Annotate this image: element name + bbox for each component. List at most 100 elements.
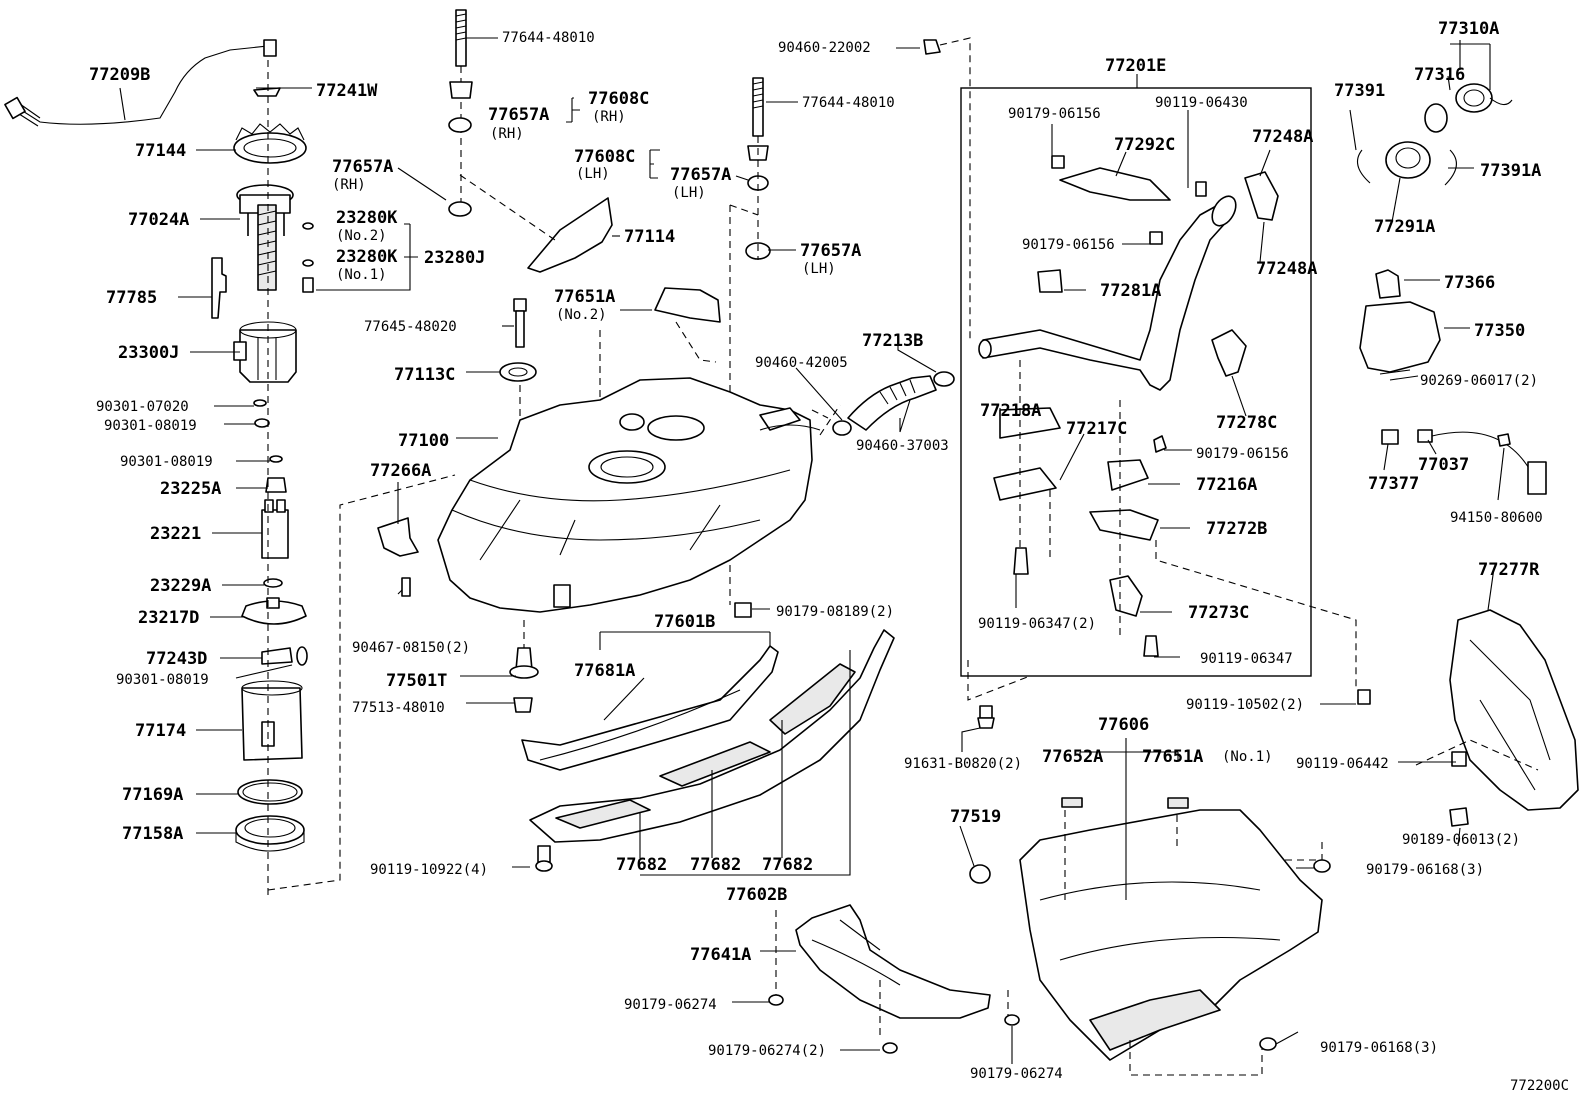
label-90119-06442[interactable]: 90119-06442 (1296, 756, 1389, 772)
label-77144[interactable]: 77144 (135, 141, 186, 161)
label-77174[interactable]: 77174 (135, 721, 186, 741)
wire-harness-77209b[interactable] (17, 45, 276, 125)
label-77682-b[interactable]: 77682 (690, 855, 741, 875)
label-77657A-lh-top[interactable]: 77657A (670, 165, 731, 185)
label-77501T[interactable]: 77501T (386, 671, 447, 691)
label-90179-06274-b[interactable]: 90179-06274(2) (708, 1043, 826, 1059)
strap-77681a[interactable] (521, 645, 779, 771)
label-77785[interactable]: 77785 (106, 288, 157, 308)
label-77216A[interactable]: 77216A (1196, 475, 1257, 495)
label-77209B[interactable]: 77209B (89, 65, 150, 85)
label-77114[interactable]: 77114 (624, 227, 675, 247)
label-77606[interactable]: 77606 (1098, 715, 1149, 735)
label-90119-06347-b[interactable]: 90119-06347 (1200, 651, 1293, 667)
label-77391[interactable]: 77391 (1334, 81, 1385, 101)
label-77113C[interactable]: 77113C (394, 365, 455, 385)
label-90189-06013[interactable]: 90189-06013(2) (1402, 832, 1520, 848)
label-90269-06017[interactable]: 90269-06017(2) (1420, 373, 1538, 389)
label-23280J[interactable]: 23280J (424, 248, 485, 268)
label-77608C-lh[interactable]: 77608C (574, 147, 635, 167)
label-77645-48020[interactable]: 77645-48020 (364, 319, 457, 335)
label-77513-48010[interactable]: 77513-48010 (352, 700, 445, 716)
label-77100[interactable]: 77100 (398, 431, 449, 451)
label-77608C-rh[interactable]: 77608C (588, 89, 649, 109)
label-77169A[interactable]: 77169A (122, 785, 183, 805)
label-77278C[interactable]: 77278C (1216, 413, 1277, 433)
fender-liner-77277r[interactable] (1449, 609, 1579, 811)
label-90179-06274-c[interactable]: 90179-06274 (970, 1066, 1063, 1082)
fuel-lid-77350[interactable] (1359, 301, 1441, 373)
label-77243D[interactable]: 77243D (146, 649, 207, 669)
under-cover-77606[interactable] (1019, 809, 1323, 1061)
label-23280K-no2[interactable]: 23280K (336, 208, 398, 228)
gasket-77169a[interactable] (237, 779, 303, 805)
label-23229A[interactable]: 23229A (150, 576, 211, 596)
label-77519[interactable]: 77519 (950, 807, 1001, 827)
label-77391A[interactable]: 77391A (1480, 161, 1541, 181)
label-77024A[interactable]: 77024A (128, 210, 189, 230)
label-77652A[interactable]: 77652A (1042, 747, 1103, 767)
label-77248A-b[interactable]: 77248A (1256, 259, 1317, 279)
label-77350[interactable]: 77350 (1474, 321, 1525, 341)
fuel-sender-77785[interactable] (211, 257, 227, 319)
label-90179-06274-a[interactable]: 90179-06274 (624, 997, 717, 1013)
label-23280K-no1[interactable]: 23280K (336, 247, 398, 267)
label-77292C[interactable]: 77292C (1114, 135, 1175, 155)
label-90179-06156-b[interactable]: 90179-06156 (1022, 237, 1115, 253)
label-77273C[interactable]: 77273C (1188, 603, 1249, 623)
label-23217D[interactable]: 23217D (138, 608, 199, 628)
label-91631-B0820[interactable]: 91631-B0820(2) (904, 756, 1022, 772)
label-77602B[interactable]: 77602B (726, 885, 787, 905)
label-77651A-no2[interactable]: 77651A (554, 287, 615, 307)
skid-plate-77641a[interactable] (795, 904, 991, 1019)
label-77657A-rh-top[interactable]: 77657A (488, 105, 549, 125)
fuel-pump-23221[interactable] (261, 509, 289, 559)
label-77218A[interactable]: 77218A (980, 401, 1041, 421)
label-90460-37003[interactable]: 90460-37003 (856, 438, 949, 454)
label-77272B[interactable]: 77272B (1206, 519, 1267, 539)
label-94150-80600[interactable]: 94150-80600 (1450, 510, 1543, 526)
label-77601B[interactable]: 77601B (654, 612, 715, 632)
label-77644-48010-b[interactable]: 77644-48010 (802, 95, 895, 111)
filler-neck-77291a[interactable] (1385, 141, 1431, 179)
label-23225A[interactable]: 23225A (160, 479, 221, 499)
label-77266A[interactable]: 77266A (370, 461, 431, 481)
label-90119-10922[interactable]: 90119-10922(4) (370, 862, 488, 878)
filler-hose-77213b[interactable] (832, 371, 955, 436)
label-77248A-a[interactable]: 77248A (1252, 127, 1313, 147)
label-90179-06168-a[interactable]: 90179-06168(3) (1366, 862, 1484, 878)
label-77366[interactable]: 77366 (1444, 273, 1495, 293)
label-77281A[interactable]: 77281A (1100, 281, 1161, 301)
label-77316[interactable]: 77316 (1414, 65, 1465, 85)
label-90460-22002[interactable]: 90460-22002 (778, 40, 871, 56)
label-77657A-rh-side[interactable]: 77657A (332, 157, 393, 177)
label-77241W[interactable]: 77241W (316, 81, 378, 101)
label-90460-42005[interactable]: 90460-42005 (755, 355, 848, 371)
label-90301-08019-c[interactable]: 90301-08019 (116, 672, 209, 688)
filler-pipe-77201e[interactable] (978, 192, 1241, 391)
label-77291A[interactable]: 77291A (1374, 217, 1435, 237)
label-77277R[interactable]: 77277R (1478, 560, 1540, 580)
protector-77682-b[interactable] (659, 741, 771, 787)
label-90179-08189[interactable]: 90179-08189(2) (776, 604, 894, 620)
label-90301-08019-b[interactable]: 90301-08019 (120, 454, 213, 470)
label-90179-06168-b[interactable]: 90179-06168(3) (1320, 1040, 1438, 1056)
label-77217C[interactable]: 77217C (1066, 419, 1127, 439)
label-90119-06347-a[interactable]: 90119-06347(2) (978, 616, 1096, 632)
label-77037[interactable]: 77037 (1418, 455, 1469, 475)
label-77644-48010-a[interactable]: 77644-48010 (502, 30, 595, 46)
protector-77682-a[interactable] (555, 799, 651, 829)
protector-77682-c[interactable] (769, 663, 856, 735)
bracket-77114[interactable] (527, 197, 613, 273)
label-77377[interactable]: 77377 (1368, 474, 1419, 494)
label-77201E[interactable]: 77201E (1105, 56, 1166, 76)
label-90119-10502[interactable]: 90119-10502(2) (1186, 697, 1304, 713)
label-77682-c[interactable]: 77682 (762, 855, 813, 875)
label-90119-06430[interactable]: 90119-06430 (1155, 95, 1248, 111)
label-90179-06156-c[interactable]: 90179-06156 (1196, 446, 1289, 462)
label-90301-08019-a[interactable]: 90301-08019 (104, 418, 197, 434)
label-77682-a[interactable]: 77682 (616, 855, 667, 875)
label-77681A[interactable]: 77681A (574, 661, 635, 681)
pad-77651a-no2[interactable] (654, 287, 721, 323)
label-23221[interactable]: 23221 (150, 524, 201, 544)
